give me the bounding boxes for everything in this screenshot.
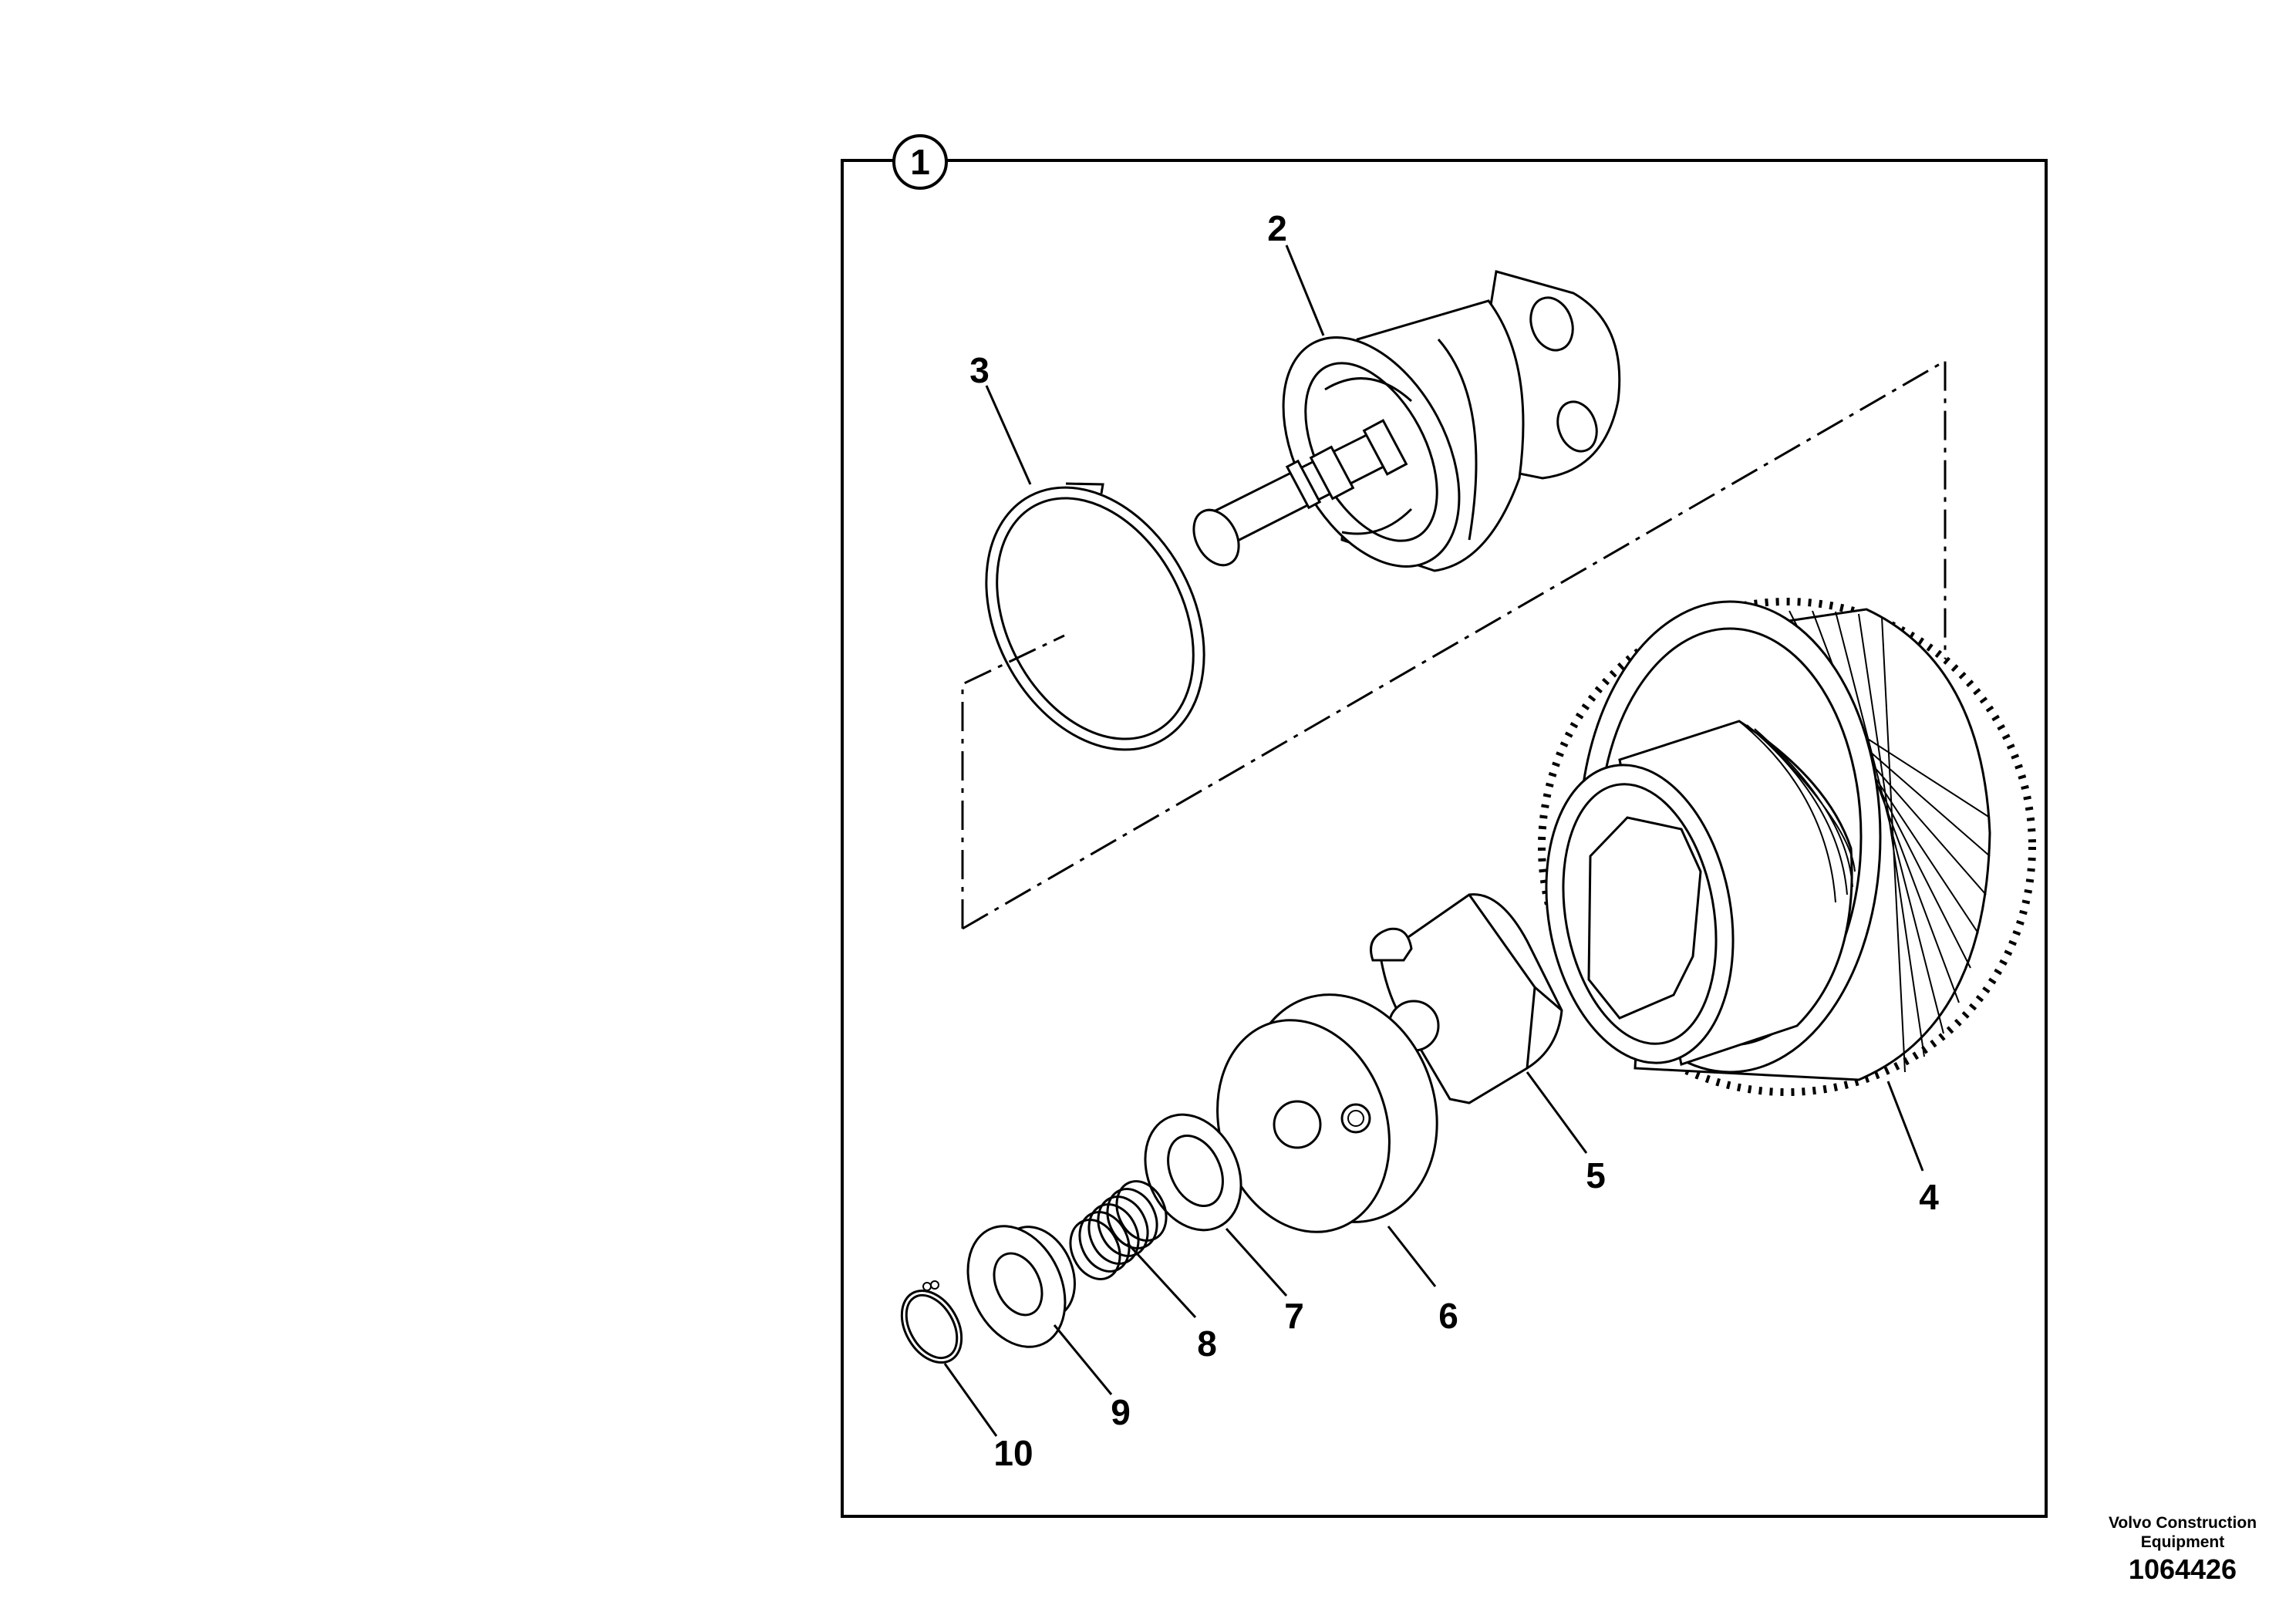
spring-seat — [966, 1225, 1076, 1348]
spring — [1069, 1180, 1168, 1280]
part-label-2: 2 — [1267, 208, 1287, 248]
part-label-6: 6 — [1438, 1296, 1458, 1336]
disc-plate — [1216, 993, 1438, 1233]
coupling-star — [1370, 893, 1563, 1104]
assembly-callout: 1 — [892, 134, 948, 190]
leader-lines — [943, 244, 1924, 1437]
document-number: 1064426 — [2128, 1553, 2237, 1585]
retaining-ring — [985, 482, 1205, 751]
part-label-7: 7 — [1284, 1296, 1304, 1336]
circlip — [900, 1280, 963, 1364]
washer — [1144, 1113, 1242, 1232]
part-label-9: 9 — [1111, 1392, 1131, 1432]
brand-line-1: Volvo Construction — [2108, 1514, 2257, 1532]
part-label-5: 5 — [1586, 1155, 1606, 1195]
brand-line-2: Equipment — [2140, 1533, 2225, 1551]
valve-housing-with-shaft — [1192, 270, 1621, 572]
gear-wheel — [1538, 598, 2036, 1096]
assembly-number: 1 — [910, 142, 930, 182]
assembly-frame — [841, 159, 2048, 1518]
brand-caption: Volvo Construction Equipment — [2082, 1513, 2283, 1552]
part-label-4: 4 — [1919, 1177, 1939, 1217]
part-label-8: 8 — [1197, 1324, 1217, 1364]
part-label-3: 3 — [969, 350, 990, 390]
part-label-10: 10 — [993, 1433, 1033, 1473]
